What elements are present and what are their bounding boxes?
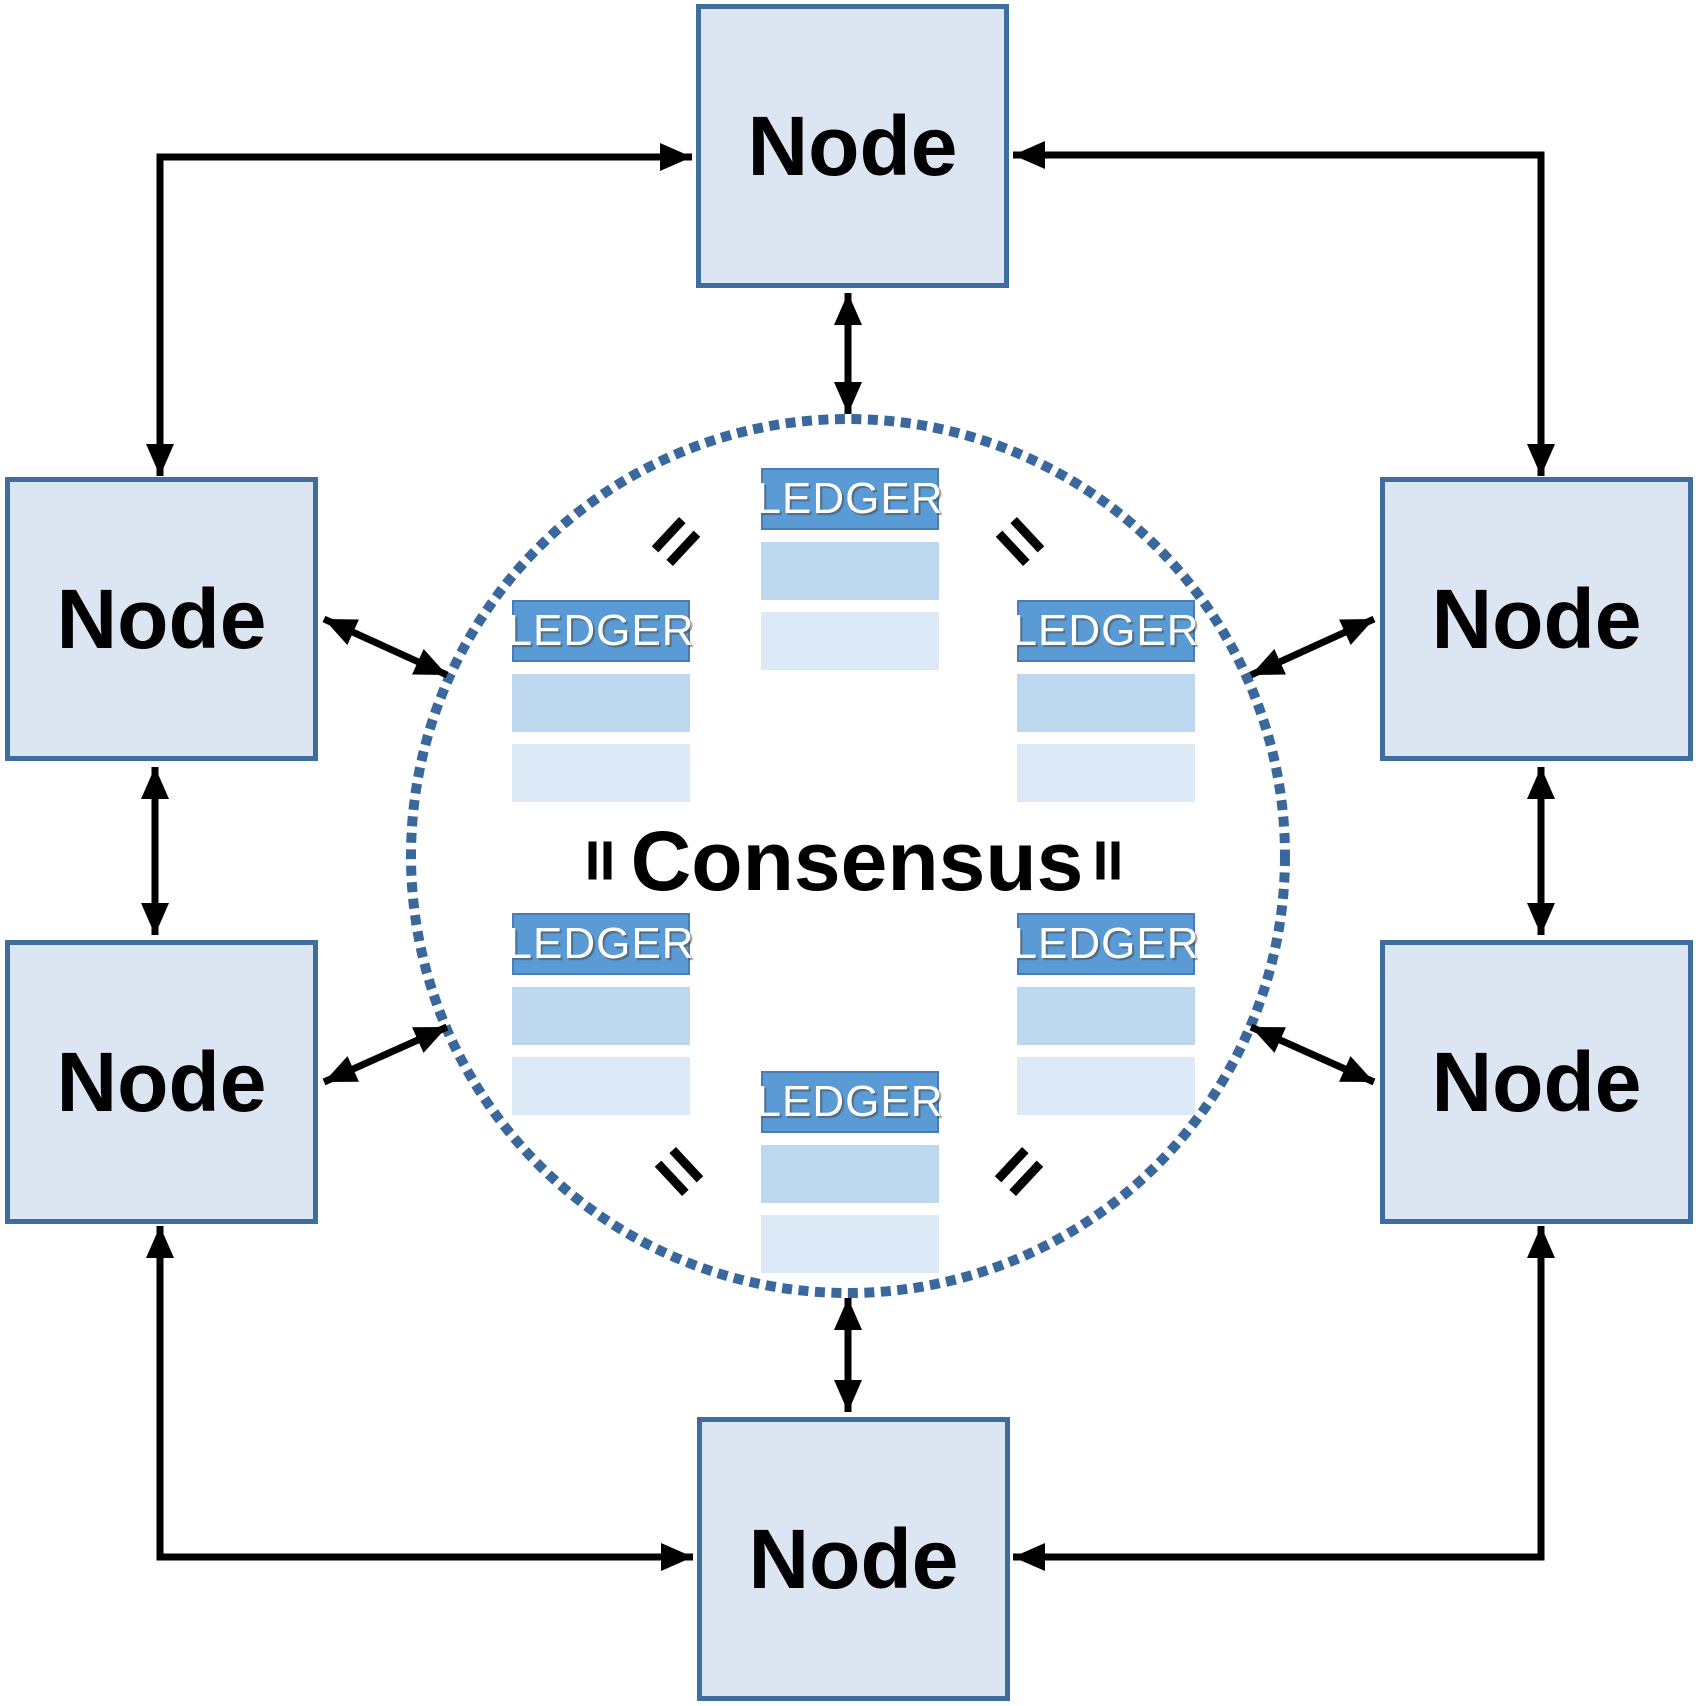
connector-top-left	[146, 143, 692, 476]
equals-bar	[1096, 841, 1105, 880]
ledger-header: LEDGER	[508, 600, 693, 662]
node-label: Node	[1431, 571, 1642, 666]
arrow-left-upper-node-circle	[322, 615, 449, 679]
ledger-table-upper-left: LEDGER	[508, 600, 693, 802]
arrow-right-upper-node-circle	[1249, 615, 1376, 679]
ledger-row	[512, 987, 690, 1045]
ledger-table-bottom-center: LEDGER	[757, 1071, 942, 1273]
equals-bar	[588, 841, 597, 880]
ledger-row	[1017, 674, 1195, 732]
ledger-row	[512, 674, 690, 732]
consensus-circle-border	[406, 414, 1290, 1298]
ledger-table-upper-right: LEDGER	[1013, 600, 1198, 802]
node-box-bottom: Node	[697, 1417, 1010, 1701]
node-label: Node	[748, 1511, 959, 1606]
node-label: Node	[1431, 1034, 1642, 1129]
ledger-row	[1017, 1057, 1195, 1115]
arrow-left-lower-node-circle	[322, 1023, 449, 1086]
ledger-row	[761, 612, 939, 670]
arrow-right-lower-node-circle	[1249, 1023, 1376, 1086]
ledger-table-lower-right: LEDGER	[1013, 913, 1198, 1115]
connector-bottom-right	[1013, 1226, 1555, 1571]
node-box-left-upper: Node	[5, 477, 318, 761]
ledger-header: LEDGER	[508, 913, 693, 975]
equals-sign-mid-right	[1096, 841, 1120, 880]
ledger-header: LEDGER	[1013, 600, 1198, 662]
consensus-label: Consensus	[630, 813, 1084, 908]
node-label: Node	[56, 1034, 267, 1129]
node-label: Node	[56, 571, 267, 666]
node-box-right-lower: Node	[1380, 940, 1693, 1224]
ledger-header: LEDGER	[1013, 913, 1198, 975]
connector-bottom-left	[146, 1226, 693, 1571]
equals-sign-mid-left	[588, 841, 612, 880]
ledger-row	[761, 1145, 939, 1203]
node-box-right-upper: Node	[1380, 477, 1693, 761]
ledger-row	[512, 1057, 690, 1115]
connector-top-right	[1013, 141, 1555, 476]
node-box-left-lower: Node	[5, 940, 318, 1224]
ledger-row	[761, 1215, 939, 1273]
node-box-top: Node	[696, 4, 1009, 288]
ledger-row	[512, 744, 690, 802]
ledger-row	[761, 542, 939, 600]
node-label: Node	[747, 98, 958, 193]
ledger-table-lower-left: LEDGER	[508, 913, 693, 1115]
ledger-header: LEDGER	[757, 468, 942, 530]
ledger-table-top-center: LEDGER	[757, 468, 942, 670]
ledger-row	[1017, 987, 1195, 1045]
equals-bar	[603, 841, 612, 880]
ledger-header: LEDGER	[757, 1071, 942, 1133]
ledger-row	[1017, 744, 1195, 802]
equals-bar	[1111, 841, 1120, 880]
